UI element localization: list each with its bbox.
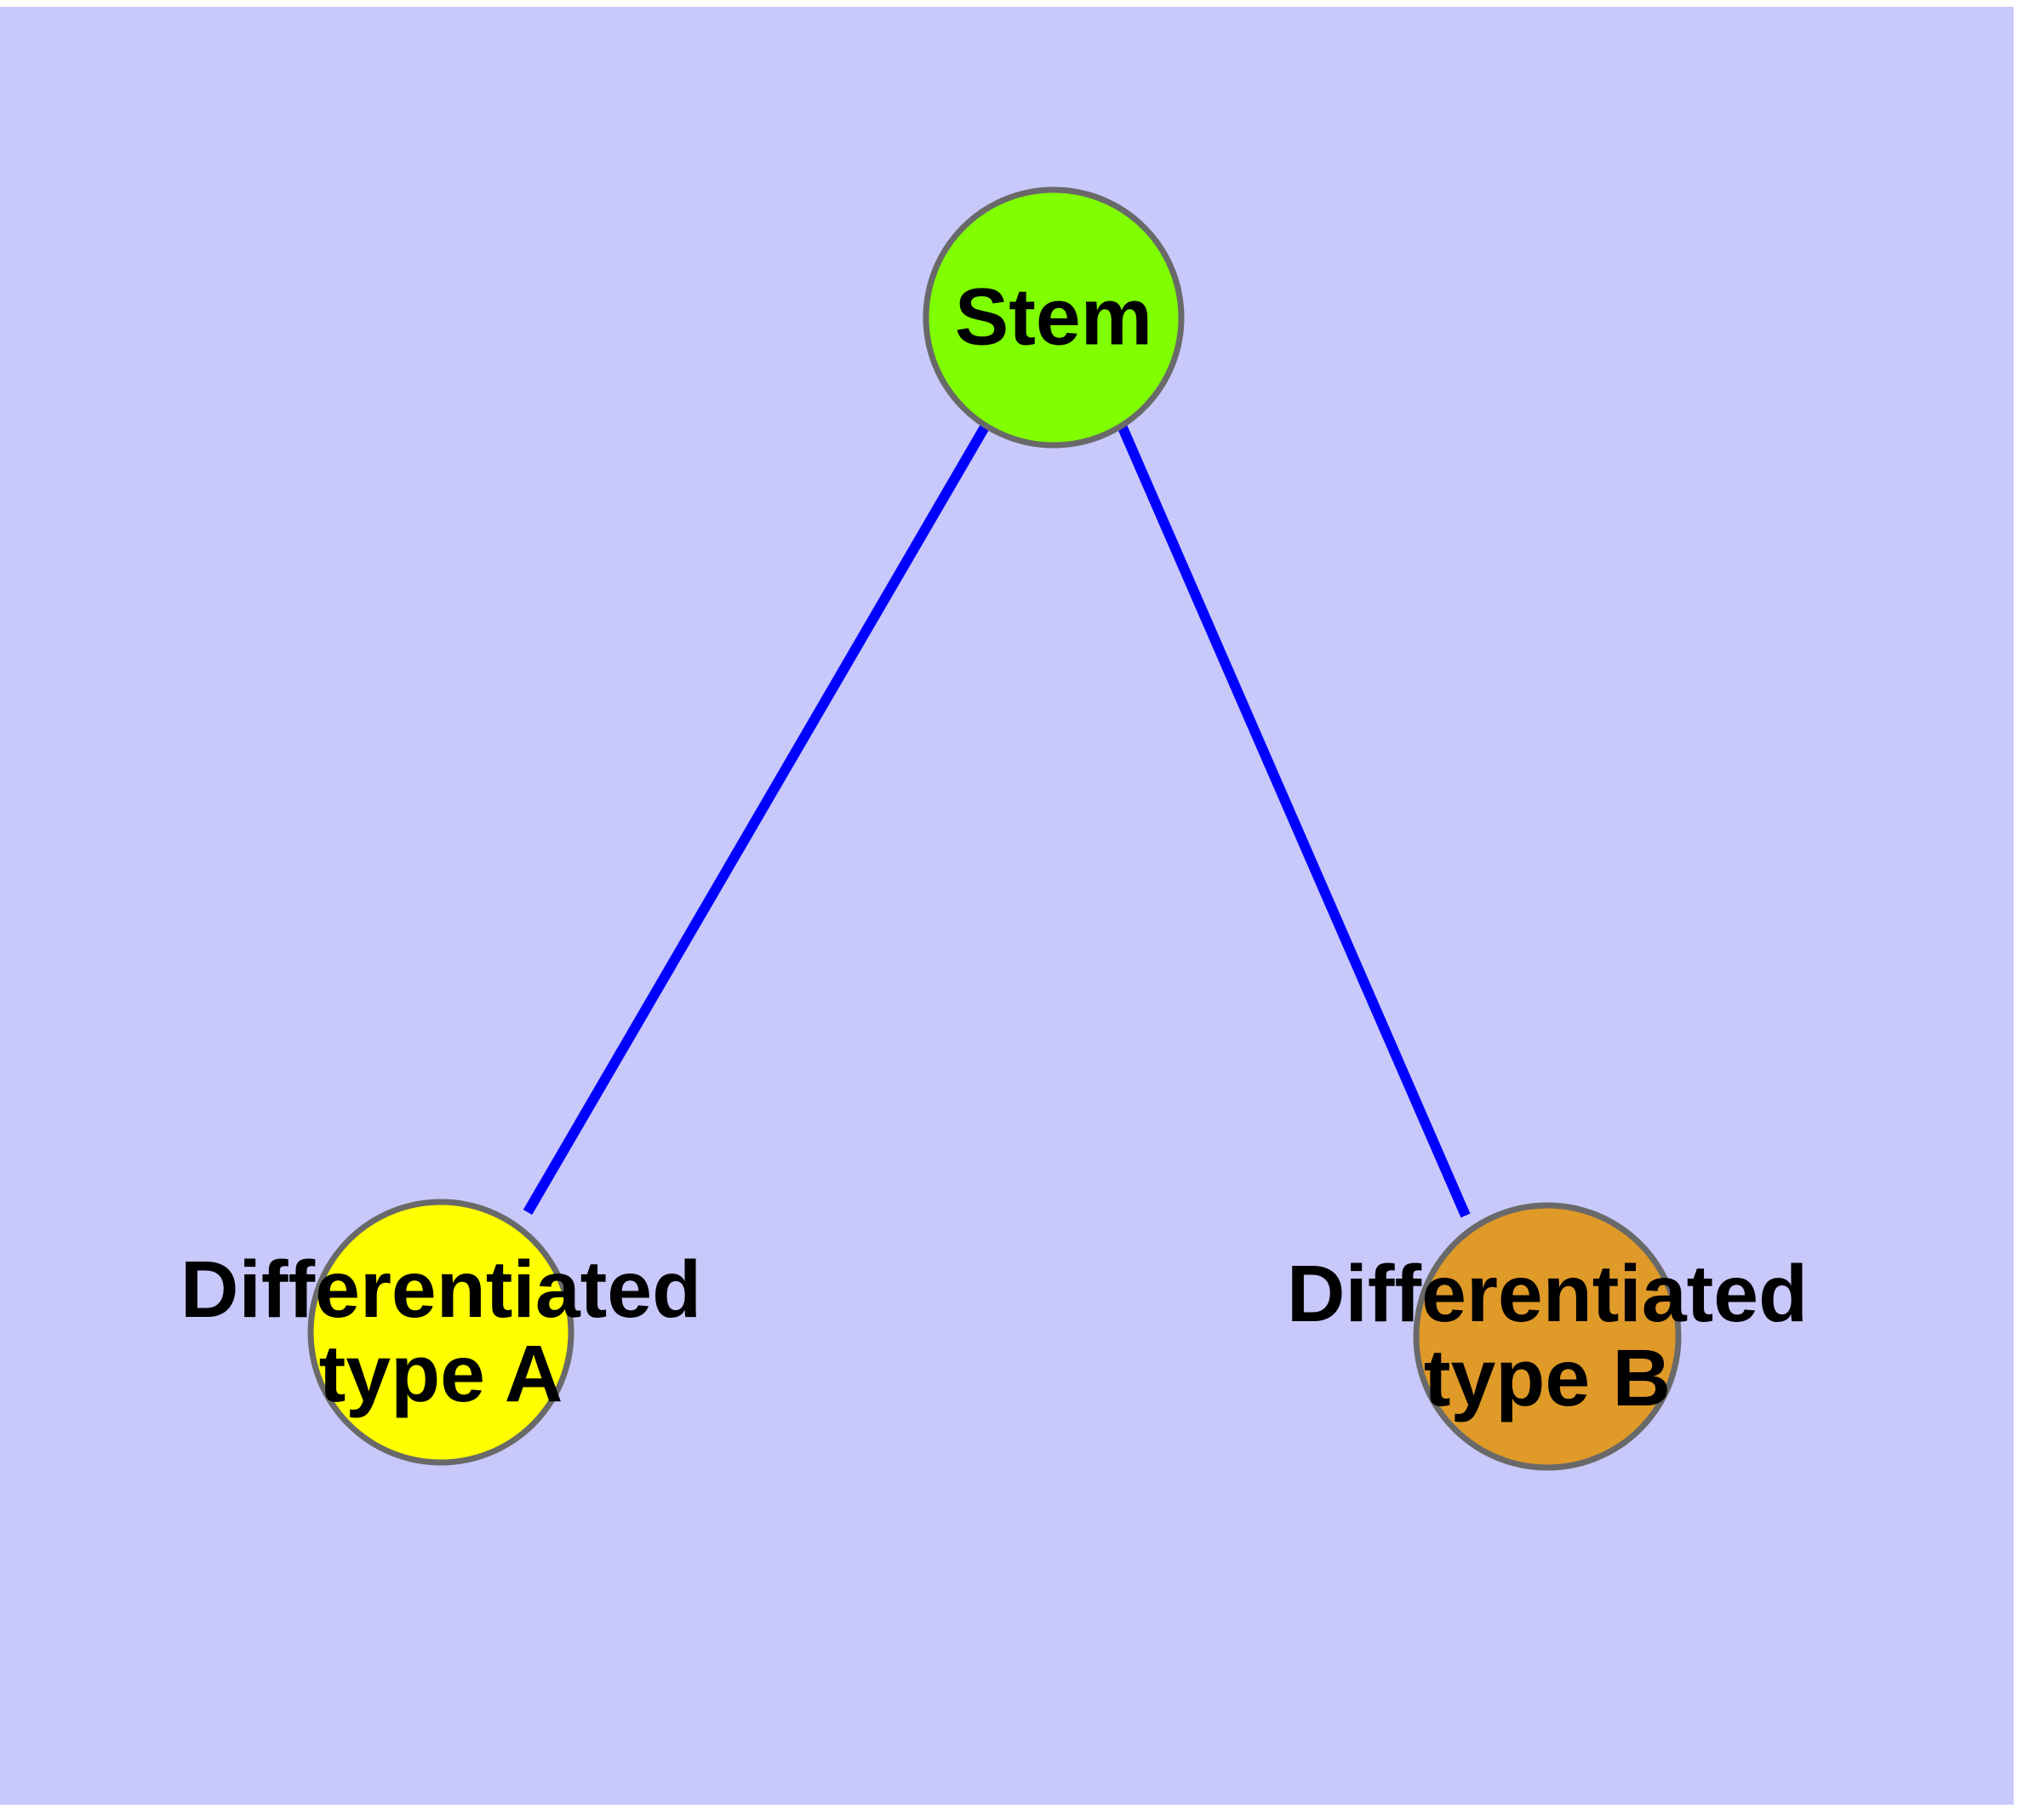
node-differentiated-type-a[interactable] [307,1199,574,1466]
node-stem[interactable] [923,186,1185,449]
edge-stem-to-diff-a[interactable] [523,422,991,1216]
node-differentiated-type-b[interactable] [1413,1202,1682,1471]
edge-stem-to-diff-b[interactable] [1117,423,1471,1218]
edge-layer [523,422,1471,1218]
node-layer [307,186,1682,1471]
